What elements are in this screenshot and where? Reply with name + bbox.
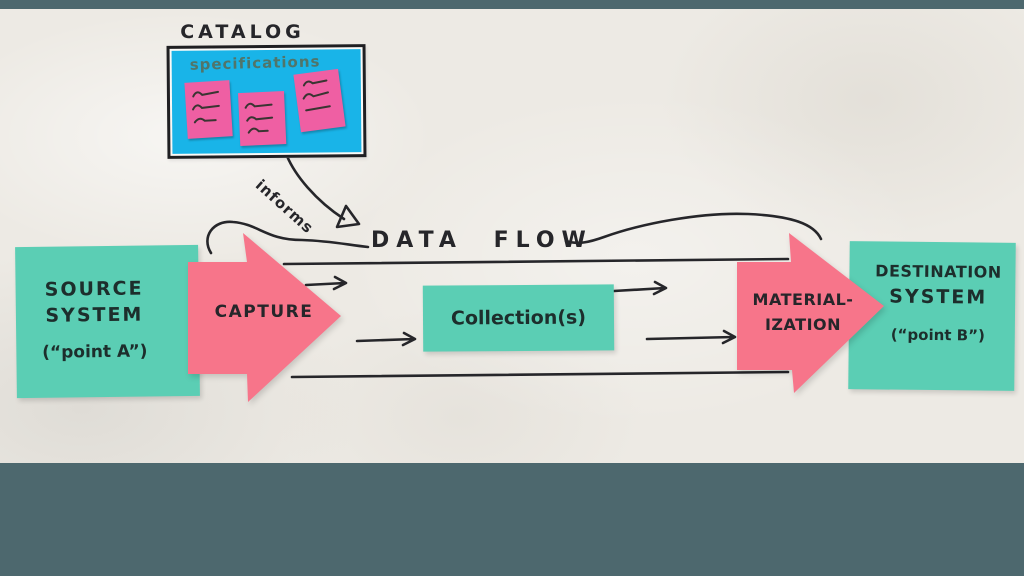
informs-arrow-line bbox=[285, 154, 346, 221]
materialization-label-line: MATERIAL- bbox=[752, 290, 854, 309]
sticky-note bbox=[293, 68, 346, 133]
swoosh-right bbox=[564, 212, 823, 245]
catalog-board: specifications bbox=[166, 44, 367, 159]
materialization-arrow-shape bbox=[737, 233, 884, 393]
flow-line-top bbox=[282, 257, 790, 266]
catalog-board-surface: specifications bbox=[171, 49, 362, 154]
sticky-note bbox=[238, 91, 287, 147]
note-scribble-icon bbox=[302, 79, 331, 112]
arrow-capture-upper bbox=[304, 275, 348, 291]
note-scribble-icon bbox=[244, 102, 274, 134]
note-scribble-icon bbox=[192, 90, 220, 124]
sticky-note bbox=[184, 80, 233, 139]
capture-label: CAPTURE bbox=[214, 302, 314, 322]
flow-line-bottom bbox=[290, 370, 790, 379]
capture-arrow-shape bbox=[188, 233, 341, 402]
catalog-title: CATALOG bbox=[180, 21, 305, 43]
arrow-from-collections bbox=[612, 280, 668, 296]
swoosh-left bbox=[206, 220, 370, 255]
informs-arrowhead-icon bbox=[335, 204, 361, 229]
arrow-into-collections bbox=[355, 331, 417, 347]
materialization-label: MATERIAL- IZATION bbox=[741, 287, 865, 337]
materialization-label-line: IZATION bbox=[764, 315, 842, 334]
data-flow-label: DATA FLOW bbox=[371, 228, 593, 253]
arrow-into-materialization bbox=[645, 329, 737, 345]
